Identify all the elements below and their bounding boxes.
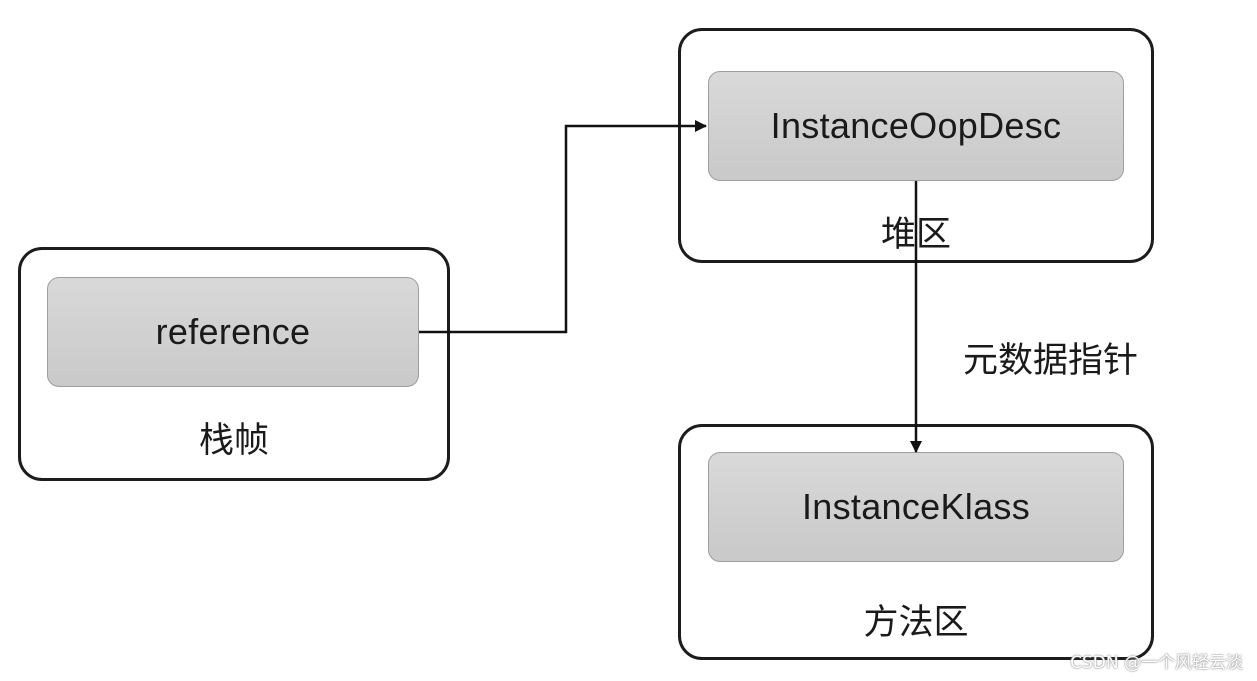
reference-node: reference (47, 277, 419, 387)
method-area-label: 方法区 (863, 603, 969, 643)
instance-klass-node: InstanceKlass (708, 452, 1124, 562)
csdn-watermark: CSDN @一个风轻云淡 (1070, 653, 1243, 673)
reference-to-oop-arrow (419, 120, 707, 334)
stack-frame-label: 栈帧 (198, 421, 269, 461)
metadata-pointer-label: 元数据指针 (963, 341, 1139, 381)
instance-oop-desc-label: InstanceOopDesc (770, 105, 1062, 146)
instance-oop-desc-node: InstanceOopDesc (708, 71, 1124, 181)
instance-klass-label: InstanceKlass (801, 486, 1031, 527)
reference-node-label: reference (155, 311, 311, 352)
